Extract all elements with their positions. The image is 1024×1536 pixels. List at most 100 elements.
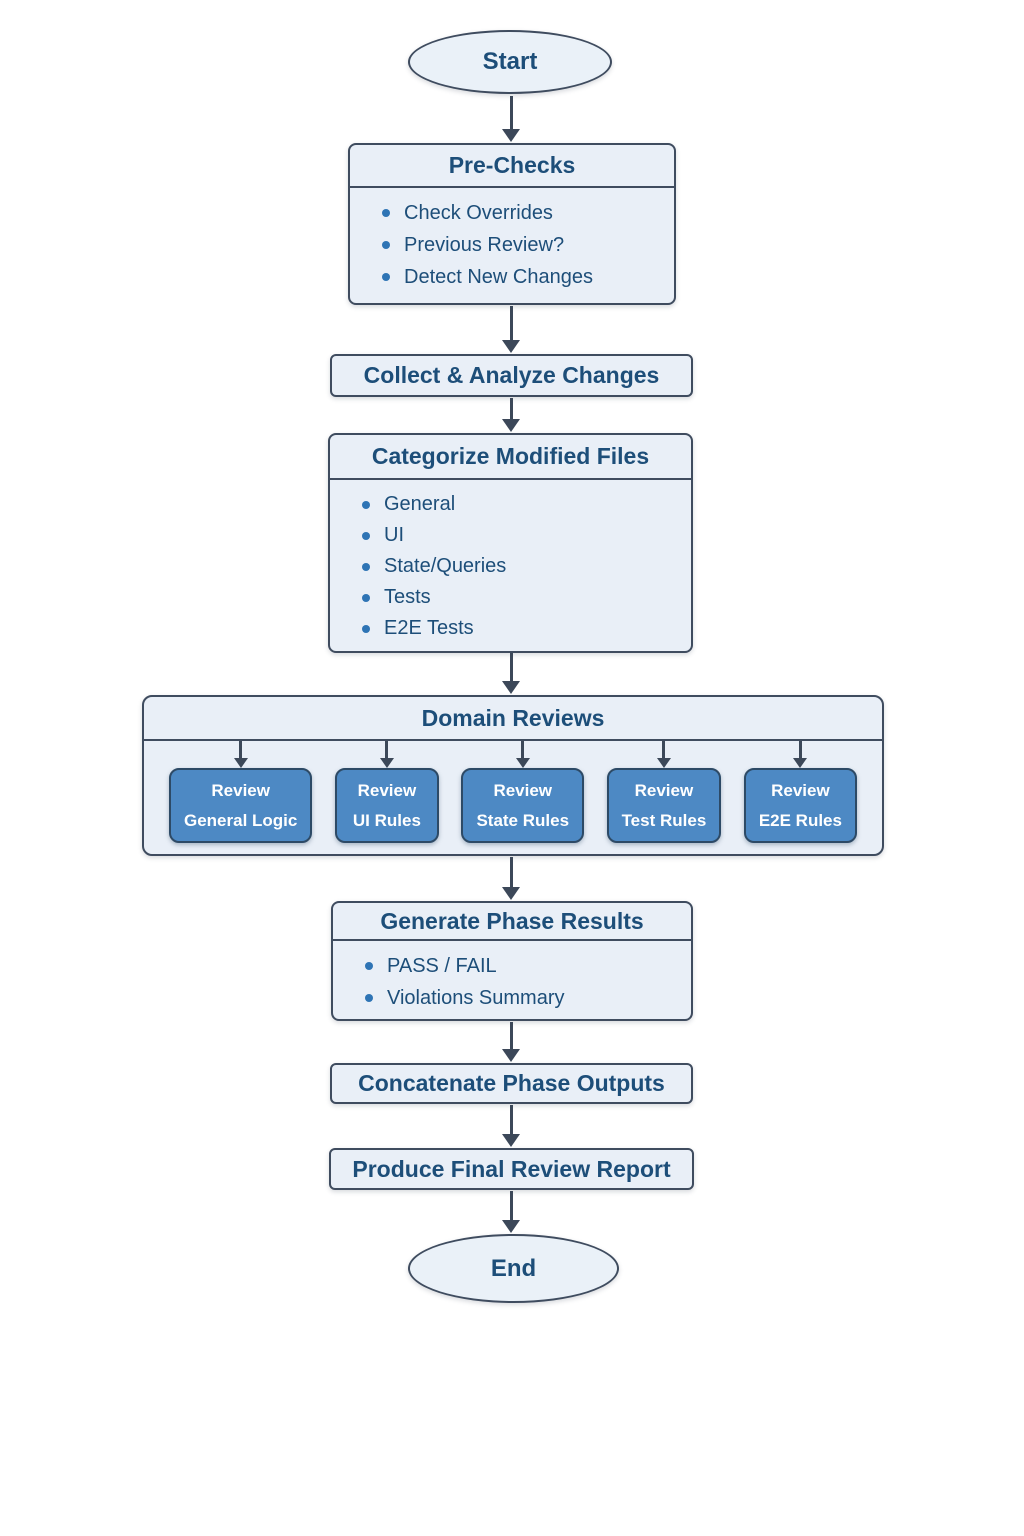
review-box-line1: Review	[634, 780, 694, 800]
bullet-icon	[382, 209, 390, 217]
bullet-icon	[362, 593, 370, 602]
list-item: Previous Review?	[382, 229, 674, 261]
list-item: Detect New Changes	[382, 261, 674, 293]
domain-col-state: Review State Rules	[461, 741, 585, 843]
arrow-stem	[509, 857, 513, 887]
review-box-line1: Review	[357, 780, 417, 800]
domain-col-test: Review Test Rules	[606, 741, 722, 843]
arrow-produce-to-end	[501, 1191, 521, 1233]
review-state-rules-node: Review State Rules	[461, 768, 585, 843]
list-item: General	[362, 489, 691, 520]
arrow-domain-to-generate	[501, 857, 521, 900]
review-e2e-rules-node: Review E2E Rules	[743, 768, 857, 843]
arrow-stem	[239, 741, 243, 758]
arrowhead-icon	[502, 887, 520, 900]
arrowhead-icon	[502, 419, 520, 432]
arrow-start-to-prechecks	[501, 96, 521, 142]
arrowhead-icon	[379, 758, 394, 768]
arrow-concatenate-to-produce	[501, 1105, 521, 1147]
list-item: Violations Summary	[365, 982, 691, 1014]
generate-results-node: Generate Phase Results PASS / FAIL Viola…	[331, 901, 693, 1021]
list-item-label: State/Queries	[384, 555, 507, 577]
bullet-icon	[382, 273, 390, 281]
list-item-label: PASS / FAIL	[387, 954, 497, 977]
generate-results-list: PASS / FAIL Violations Summary	[333, 941, 691, 1014]
bullet-icon	[382, 241, 390, 249]
arrow-generate-to-concatenate	[501, 1022, 521, 1062]
review-box-line2: E2E Rules	[758, 810, 842, 830]
arrowhead-icon	[793, 758, 808, 768]
arrow-categorize-to-domain	[501, 653, 521, 694]
arrow-stem	[521, 741, 525, 758]
bullet-icon	[362, 500, 370, 509]
list-item: PASS / FAIL	[365, 950, 691, 982]
arrow-stem	[798, 741, 802, 758]
domain-col-general: Review General Logic	[169, 741, 313, 843]
review-box-line1: Review	[211, 780, 270, 800]
list-item-label: General	[384, 493, 456, 515]
start-label: Start	[482, 48, 538, 75]
arrow-stem	[509, 398, 513, 419]
start-node: Start	[408, 30, 612, 94]
concatenate-label: Concatenate Phase Outputs	[358, 1070, 665, 1096]
arrow-to-review-state	[515, 741, 530, 768]
arrowhead-icon	[502, 1220, 520, 1233]
collect-analyze-node: Collect & Analyze Changes	[330, 354, 693, 397]
pre-checks-list: Check Overrides Previous Review? Detect …	[350, 188, 674, 293]
concatenate-node: Concatenate Phase Outputs	[330, 1063, 693, 1104]
review-box-line2: UI Rules	[352, 810, 421, 830]
arrow-stem	[509, 96, 513, 129]
arrowhead-icon	[233, 758, 248, 768]
review-box-line2: General Logic	[184, 810, 298, 830]
list-item-label: Violations Summary	[387, 986, 565, 1009]
list-item-label: Detect New Changes	[404, 265, 593, 288]
bullet-icon	[365, 994, 373, 1002]
arrowhead-icon	[515, 758, 530, 768]
pre-checks-title: Pre-Checks	[350, 145, 674, 188]
arrow-to-review-test	[656, 741, 671, 768]
categorize-node: Categorize Modified Files General UI Sta…	[328, 433, 693, 653]
domain-reviews-node: Domain Reviews Review General Logic	[142, 695, 884, 856]
list-item-label: E2E Tests	[384, 617, 474, 639]
review-box-line2: Test Rules	[621, 810, 707, 830]
domain-reviews-body: Review General Logic Review UI Rules	[144, 741, 882, 854]
arrow-stem	[509, 1022, 513, 1049]
end-node: End	[408, 1234, 619, 1303]
arrowhead-icon	[502, 1049, 520, 1062]
categorize-list: General UI State/Queries Tests E2E Tests	[330, 480, 691, 644]
arrow-stem	[385, 741, 389, 758]
arrow-to-review-ui	[379, 741, 394, 768]
arrowhead-icon	[502, 129, 520, 142]
review-test-rules-node: Review Test Rules	[606, 768, 722, 843]
review-box-line1: Review	[493, 780, 553, 800]
domain-col-ui: Review UI Rules	[334, 741, 439, 843]
arrow-stem	[662, 741, 666, 758]
arrowhead-icon	[656, 758, 671, 768]
produce-report-node: Produce Final Review Report	[329, 1148, 694, 1190]
list-item: Check Overrides	[382, 197, 674, 229]
arrow-prechecks-to-collect	[501, 306, 521, 353]
pre-checks-node: Pre-Checks Check Overrides Previous Revi…	[348, 143, 676, 305]
list-item: UI	[362, 520, 691, 551]
review-general-logic-node: Review General Logic	[169, 768, 313, 843]
bullet-icon	[362, 531, 370, 540]
arrowhead-icon	[502, 681, 520, 694]
end-label: End	[490, 1254, 537, 1282]
produce-report-label: Produce Final Review Report	[352, 1155, 671, 1182]
review-box-line2: State Rules	[476, 810, 570, 830]
arrow-stem	[509, 306, 513, 340]
arrowhead-icon	[502, 1134, 520, 1147]
domain-col-e2e: Review E2E Rules	[743, 741, 857, 843]
arrow-to-review-general	[233, 741, 248, 768]
list-item: E2E Tests	[362, 613, 691, 644]
list-item: Tests	[362, 582, 691, 613]
categorize-title: Categorize Modified Files	[330, 435, 691, 480]
arrow-to-review-e2e	[793, 741, 808, 768]
collect-analyze-label: Collect & Analyze Changes	[363, 362, 660, 388]
list-item-label: Check Overrides	[404, 201, 553, 224]
bullet-icon	[362, 562, 370, 571]
arrow-collect-to-categorize	[501, 398, 521, 432]
bullet-icon	[365, 962, 373, 970]
list-item-label: Previous Review?	[404, 233, 565, 256]
